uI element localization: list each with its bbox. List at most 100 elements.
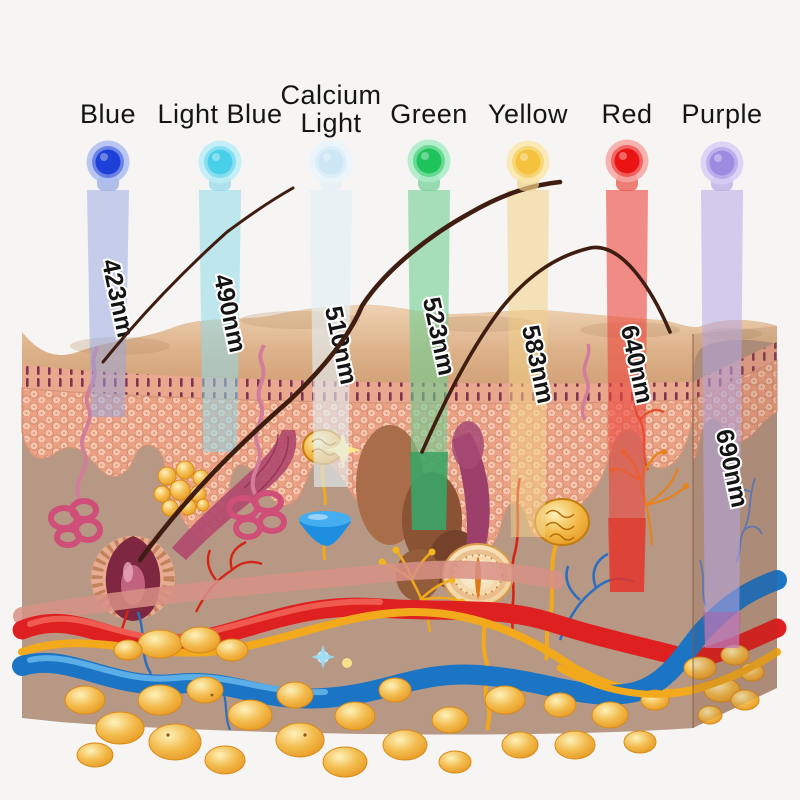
led-core-blue	[95, 149, 121, 175]
color-label-light-blue-tspan: Light Blue	[157, 99, 282, 129]
reticular-band	[13, 560, 564, 625]
color-label-calcium-light-tspan: Light	[300, 108, 361, 138]
fat-layer-g-circle	[303, 733, 307, 737]
led-bulb-yellow	[506, 140, 550, 191]
sweat-gland-mid-g-ellipse	[233, 516, 263, 540]
sebaceous-gland-circle	[161, 499, 179, 517]
fat-layer-ellipse	[322, 746, 368, 778]
nerve-over-fat	[556, 648, 781, 698]
fat-layer-ellipse	[378, 677, 412, 703]
gland-sac-large-path	[545, 509, 575, 541]
sebaceous-gland-circle	[196, 498, 210, 512]
fat-layer	[64, 626, 765, 778]
light-sparkles-circle	[342, 658, 352, 668]
fat-layer-ellipse	[186, 676, 224, 704]
led-bulb-green	[407, 139, 451, 191]
fat-layer-ellipse	[591, 701, 629, 729]
fat-layer-ellipse	[227, 699, 273, 731]
fat-layer-ellipse	[137, 684, 183, 716]
sebaceous-gland-circle	[153, 485, 171, 503]
arrector-pili-muscle-path	[243, 433, 289, 495]
nerve-endings-yellow-g-circle	[683, 483, 689, 489]
light-beam-calcium-light	[310, 190, 352, 487]
sweat-gland-left-g-ellipse	[54, 526, 82, 548]
color-label-purple: Purple	[681, 99, 762, 129]
fat-layer-g	[166, 693, 307, 737]
fat-layer-ellipse	[382, 729, 428, 761]
hair-strand-long	[137, 179, 563, 563]
sweat-gland-mid	[226, 344, 287, 540]
led-glint-purple	[714, 154, 722, 162]
skin-cross-section	[12, 304, 787, 778]
led-glint-blue	[100, 153, 108, 161]
color-label-red-tspan: Red	[601, 99, 652, 129]
fat-layer-ellipse	[543, 692, 577, 718]
hair-follicle-mid-ellipse	[452, 421, 484, 469]
sebaceous-gland	[153, 460, 210, 517]
fat-layer-ellipse	[276, 681, 314, 709]
led-core-purple	[709, 150, 735, 176]
led-glint-green	[421, 152, 429, 160]
color-label-blue: Blue	[80, 99, 136, 129]
fat-layer-ellipse	[113, 639, 143, 661]
sweat-duct-right	[580, 343, 591, 421]
fat-layer-ellipse	[554, 730, 596, 760]
nerve-endings-yellow-g-circle	[392, 546, 400, 554]
fat-layer-ellipse	[484, 685, 526, 715]
fat-layer-ellipse	[179, 626, 221, 654]
led-core-yellow	[515, 149, 541, 175]
fat-layer-ellipse	[137, 629, 183, 659]
led-bulb-purple	[700, 141, 744, 191]
led-core-light-blue	[207, 149, 233, 175]
fat-layer-ellipse	[697, 705, 723, 725]
surface-mound-shadows-ellipse	[425, 316, 535, 332]
sebaceous-gland-circle	[157, 466, 177, 486]
fat-layer-ellipse	[431, 706, 469, 734]
led-bulb-red	[605, 139, 649, 191]
light-beam-light-blue	[199, 190, 241, 452]
nerve-endings-yellow-g-circle	[661, 449, 667, 455]
light-beam-dense-tip-red	[608, 518, 646, 592]
led-glint-light-blue	[212, 153, 220, 161]
fat-layer-g-circle	[210, 693, 214, 697]
fat-layer-ellipse	[501, 731, 539, 759]
sweat-duct	[250, 344, 266, 495]
color-label-green-tspan: Green	[390, 99, 468, 129]
fat-layer-ellipse	[683, 656, 717, 680]
nerve-endings-yellow-g-circle	[428, 548, 436, 556]
led-glint-yellow	[520, 153, 528, 161]
fat-layer-ellipse	[148, 723, 202, 761]
light-beam-green	[408, 190, 450, 530]
krause-bulb-receptor-ellipse	[308, 514, 328, 520]
color-label-purple-tspan: Purple	[681, 99, 762, 129]
color-label-yellow-tspan: Yellow	[488, 99, 568, 129]
light-sparkles-path	[311, 645, 335, 669]
fat-layer-ellipse	[275, 722, 325, 758]
hair-follicle-left-ellipse	[123, 562, 133, 582]
fat-layer-ellipse	[204, 745, 246, 775]
nerve-endings-yellow-g-circle	[378, 558, 386, 566]
led-glint-red	[619, 152, 627, 160]
sweat-gland-left-g	[48, 498, 103, 548]
fat-layer-ellipse	[76, 742, 114, 768]
light-beam-purple	[701, 190, 743, 648]
led-bulbs-layer	[86, 139, 744, 191]
fat-layer-g-circle	[166, 733, 170, 737]
fat-layer-ellipse	[623, 730, 657, 754]
capillaries-blue-path	[699, 477, 763, 607]
light-beam-dense-tip-green	[410, 452, 448, 530]
light-group-purple: 690nm	[701, 190, 756, 648]
arrector-pili-muscle-path	[172, 430, 297, 560]
color-label-red: Red	[601, 99, 652, 129]
krause-bulb-receptor	[299, 511, 351, 561]
hair-strands	[101, 179, 672, 563]
led-bulb-blue	[86, 140, 130, 191]
light-beam-yellow	[507, 190, 549, 537]
fat-layer-ellipse	[438, 750, 472, 774]
sebaceous-gland-circle	[169, 479, 191, 501]
light-beam-dense-tip-purple	[703, 612, 741, 648]
